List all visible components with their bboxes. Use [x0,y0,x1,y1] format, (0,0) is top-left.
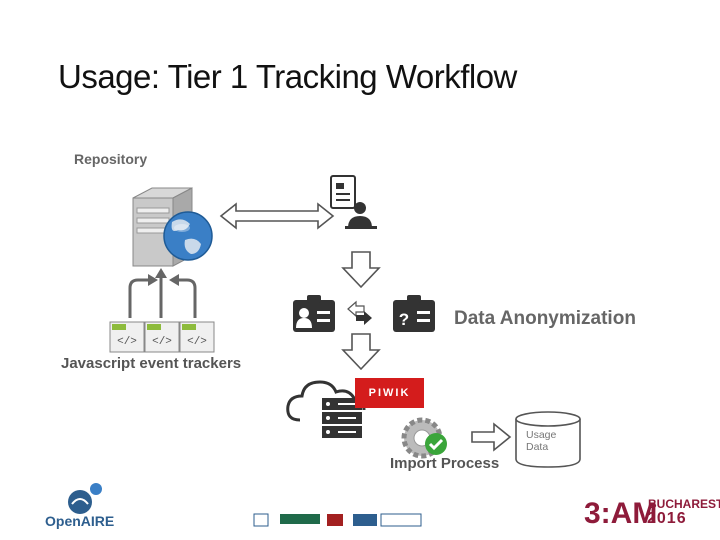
id-card-icon [293,295,335,332]
import-process-label: Import Process [390,455,500,472]
js-file-icon: </> [144,321,180,353]
database-icon [515,411,581,468]
down-arrow [341,251,381,289]
js-file-icon: </> [179,321,215,353]
trackers-label: Javascript event trackers [61,355,242,372]
svg-text:</>: </> [152,336,172,348]
conference-year: 2016 [647,510,687,527]
right-arrow [471,422,512,452]
openaire-logo-icon [68,483,102,514]
anonymous-card-icon: ? [393,295,435,332]
svg-text:</>: </> [187,336,207,348]
openaire-logo-text: OpenAIRE [45,513,115,529]
globe-icon [163,211,213,261]
usage-line-1: Usage [526,429,557,441]
piwik-logo: PIWIK [355,378,424,408]
svg-text:?: ? [399,310,409,329]
gear-check-icon [401,417,447,459]
tracker-arrows [128,276,197,318]
usage-line-2: Data [526,441,549,453]
js-file-icon: </> [109,321,145,353]
conference-city: BUCHAREST [648,497,720,511]
slide-title: Usage: Tier 1 Tracking Workflow [58,58,517,95]
sponsor-logos-icon [253,513,422,527]
double-arrow [219,202,335,230]
user-document-icon [330,175,377,229]
repository-label: Repository [74,151,148,167]
cloud-server-icon [286,380,366,438]
usage-data-label: Usage Data [526,429,574,453]
down-arrow [341,333,381,371]
conference-logo: 3:AM [584,497,658,530]
anonymization-label: Data Anonymization [454,308,636,329]
anonymize-arrows [347,300,372,325]
svg-text:</>: </> [117,336,137,348]
